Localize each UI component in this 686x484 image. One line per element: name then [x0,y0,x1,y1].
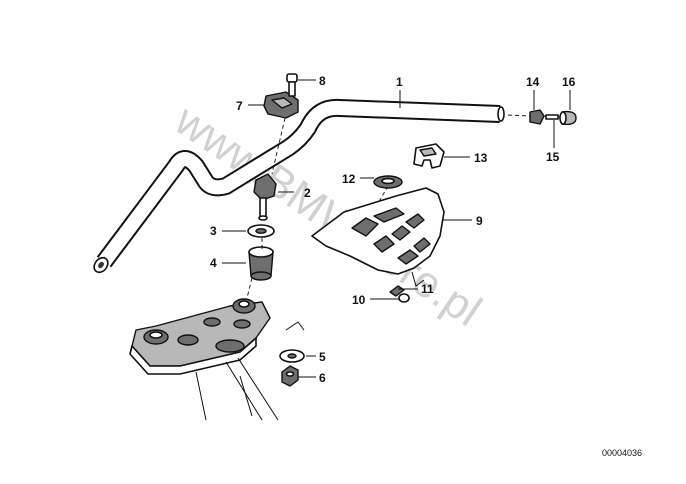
bracket-part-2 [253,173,277,221]
callout-2: 2 [304,186,311,200]
assembly-line [246,277,253,299]
assembly-line [507,114,531,117]
callout-9: 9 [476,214,483,228]
leader-lines [222,79,571,378]
callout-11: 11 [421,282,434,296]
callout-16: 16 [562,75,576,89]
grommet-part-12 [373,175,403,189]
callout-10: 10 [352,293,366,307]
document-number: 00004036 [602,448,642,458]
callout-14: 14 [526,75,540,89]
rubber-bush-part-4 [248,246,274,281]
bar-end-screw-part-15 [545,114,559,120]
callout-7: 7 [236,99,243,113]
callout-15: 15 [546,150,560,164]
callout-13: 13 [474,151,488,165]
handlebar-cover-part-9 [311,187,445,287]
callout-6: 6 [319,371,326,385]
bar-end-part-14 [529,109,545,125]
bar-end-cap-part-16 [559,110,577,126]
callout-12: 12 [342,172,356,186]
bolt-part-8 [286,73,298,97]
callout-labels: 1 2 3 4 5 6 7 8 9 10 11 12 13 14 15 16 [210,74,576,385]
washer-part-3 [247,224,275,238]
callout-8: 8 [319,74,326,88]
assembly-line [271,117,286,175]
callout-1: 1 [396,75,403,89]
callout-3: 3 [210,224,217,238]
nut-part-6 [281,365,299,387]
handlebar-part-1 [93,98,505,274]
clip-part-13 [413,143,445,169]
screw-part-10 [398,293,410,303]
assembly-line [371,185,389,215]
callout-5: 5 [319,350,326,364]
fork-bridge [129,298,305,421]
clamp-part-7 [263,91,299,119]
callout-4: 4 [210,256,217,270]
washer-part-5 [279,349,305,363]
